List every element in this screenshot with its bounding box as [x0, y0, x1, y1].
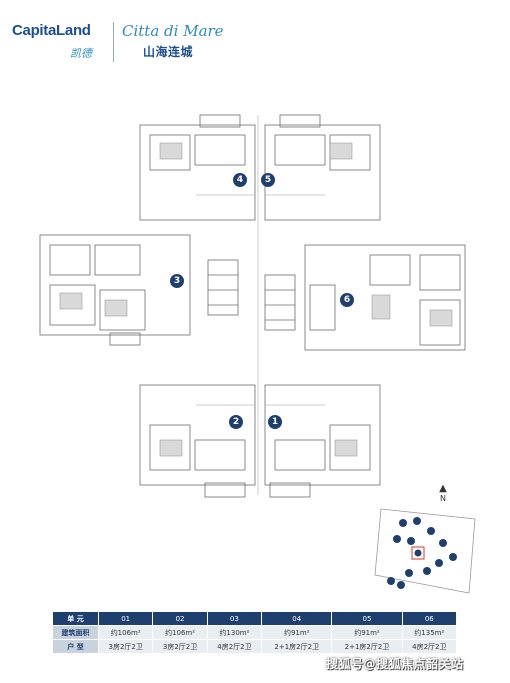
table-cell: 3房2厅2卫: [97, 639, 154, 654]
table-cell: 2+1房2厅2卫: [331, 639, 403, 654]
north-compass: ▲ N: [433, 483, 453, 504]
table-cell: 02: [152, 611, 208, 626]
citta-di-mare-logo-cn: 山海连城: [143, 45, 194, 59]
table-cell: 06: [401, 611, 458, 626]
unit-marker-1: 1: [268, 415, 282, 429]
unit-marker-4: 4: [233, 173, 247, 187]
table-cell: 约106m²: [97, 625, 154, 640]
table-cell: 03: [206, 611, 263, 626]
unit-marker-2: 2: [229, 415, 243, 429]
table-cell: 约91m²: [261, 625, 333, 640]
table-cell: 2+1房2厅2卫: [261, 639, 333, 654]
header: CapitaLand 凯德 Citta di Mare 山海连城: [0, 0, 510, 80]
table-header-row: 单 元 01 02 03 04 05 06: [52, 611, 458, 626]
logo-divider: [113, 22, 114, 62]
unit-marker-3: 3: [170, 274, 184, 288]
unit-marker-6: 6: [340, 293, 354, 307]
unit-info-table: 单 元 01 02 03 04 05 06 建筑面积 约106m² 约106m²…: [52, 611, 458, 654]
table-type-label: 户 型: [52, 639, 99, 654]
table-cell: 约91m²: [331, 625, 403, 640]
floor-plan-drawing: [39, 114, 466, 498]
table-area-label: 建筑面积: [52, 625, 99, 640]
compass-label: N: [440, 494, 446, 503]
table-cell: 01: [97, 611, 154, 626]
table-cell: 约106m²: [152, 625, 208, 640]
site-plan-thumbnail: [369, 505, 481, 597]
site-plan-drawing: [374, 508, 476, 594]
table-cell: 约130m²: [206, 625, 263, 640]
capitaland-logo-cn: 凯德: [70, 47, 92, 60]
table-cell: 4房2厅2卫: [401, 639, 458, 654]
table-cell: 4房2厅2卫: [206, 639, 263, 654]
table-row: 建筑面积 约106m² 约106m² 约130m² 约91m² 约91m² 约1…: [52, 625, 458, 640]
floor-plan: [0, 95, 510, 515]
table-cell: 约135m²: [401, 625, 458, 640]
capitaland-logo: CapitaLand: [12, 22, 91, 39]
table-row: 户 型 3房2厅2卫 3房2厅2卫 4房2厅2卫 2+1房2厅2卫 2+1房2厅…: [52, 639, 458, 654]
unit-marker-5: 5: [261, 173, 275, 187]
watermark: 搜狐号@搜狐焦点韶关站: [326, 657, 464, 671]
north-arrow-icon: ▲: [439, 483, 447, 494]
table-header-label: 单 元: [52, 611, 99, 626]
table-cell: 04: [261, 611, 333, 626]
table-cell: 05: [331, 611, 403, 626]
citta-di-mare-logo: Citta di Mare: [122, 22, 224, 40]
table-cell: 3房2厅2卫: [152, 639, 208, 654]
